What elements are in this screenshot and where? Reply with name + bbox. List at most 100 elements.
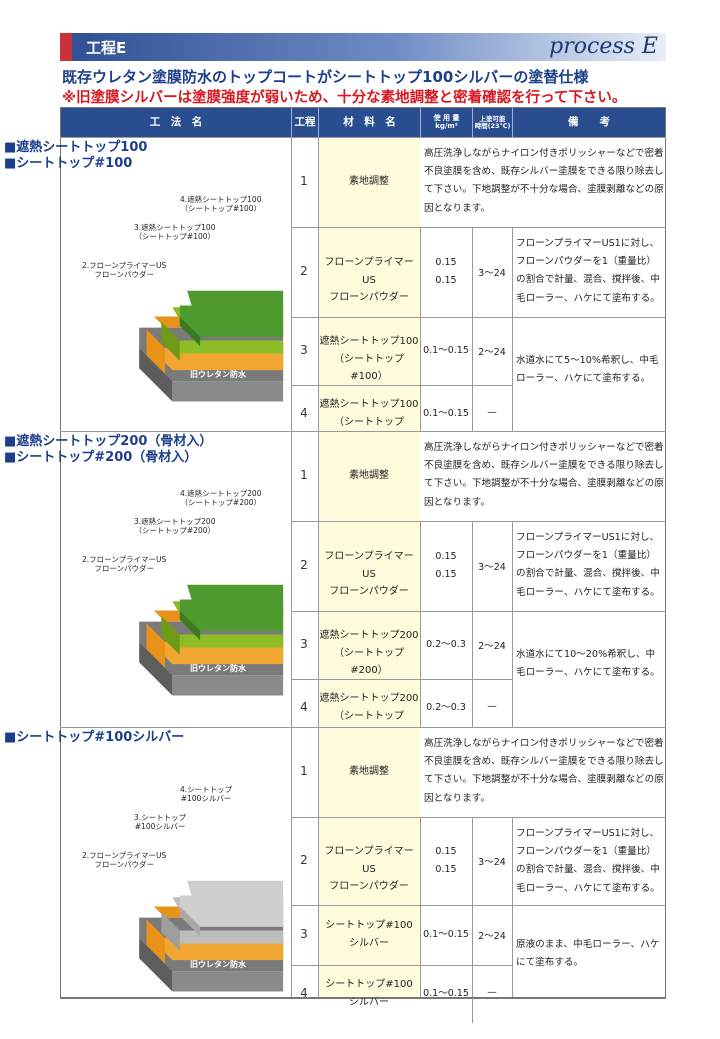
mid-layer-side: [161, 912, 180, 951]
base-layer-side: [139, 937, 173, 992]
layer-label-4: 4.シートトップ #100シルバー: [180, 785, 233, 803]
remark-text-main: 高圧洗浄しながらナイロン付きポリッシャーなどで密着不良塗膜を含め、既存シルバー塗…: [424, 442, 664, 508]
column-divider: [420, 431, 421, 727]
interval-value: 3～24: [478, 268, 506, 279]
method-name-sub: ■シートトップ#200（骨材入）: [4, 450, 198, 465]
base-layer-label: 旧ウレタン防水: [190, 664, 246, 673]
header-material: 材 料 名: [319, 108, 421, 138]
interval-divider: [472, 227, 473, 317]
interval-divider: [472, 905, 473, 965]
material-name: フローンプライマーUS フローンパウダー: [324, 551, 414, 597]
method-name: ■シートトップ#100シルバー: [4, 730, 185, 745]
header-interval: 上塗可能 時間(23℃): [473, 108, 513, 138]
interval-value: 3～24: [478, 857, 506, 868]
base-layer-front: [172, 675, 284, 696]
step-number: 2: [300, 853, 308, 867]
section-divider: [60, 137, 666, 138]
material-name: 素地調整: [349, 176, 389, 187]
row-divider: [291, 227, 666, 228]
step-number: 1: [300, 174, 308, 188]
material-name: フローンプライマーUS フローンパウダー: [324, 846, 414, 892]
material-name: シートトップ#100 シルバー: [325, 920, 413, 949]
column-divider: [318, 727, 319, 997]
layer-label-2: 2.フローンプライマーUS フローンパウダー: [82, 851, 167, 869]
usage-value: 0.15 0.15: [435, 551, 457, 581]
interval-value: —: [487, 987, 497, 998]
spec-title: 既存ウレタン塗膜防水のトップコートがシートトップ100シルバーの塗替仕様: [62, 68, 589, 86]
interval-divider: [472, 817, 473, 905]
layer-label-3: 3.遮熱シートトップ100 （シートトップ#100）: [134, 223, 216, 241]
interval-divider: [472, 679, 473, 737]
primer-layer-front: [165, 641, 284, 665]
row-divider: [291, 611, 666, 612]
column-divider: [291, 431, 292, 727]
header-accent: [60, 33, 72, 61]
row-divider: [291, 679, 512, 680]
step-number: 4: [300, 986, 308, 1000]
usage-value: 0.15 0.15: [435, 257, 457, 287]
header-step: 工程: [292, 108, 319, 138]
header-usage: 使 用 量 kg/m²: [421, 108, 473, 138]
step-number: 4: [300, 700, 308, 714]
material-name: 素地調整: [349, 766, 389, 777]
base-layer-label: 旧ウレタン防水: [190, 960, 246, 969]
column-divider: [420, 727, 421, 997]
method-name: ■遮熱シートトップ100: [4, 140, 148, 155]
usage-value: 0.2～0.3: [426, 639, 466, 650]
row-divider: [291, 521, 666, 522]
usage-value: 0.1～0.15: [423, 345, 469, 356]
interval-divider: [472, 385, 473, 443]
interval-value: —: [487, 701, 497, 712]
header-method: 工 法 名: [61, 108, 292, 138]
material-name: 素地調整: [349, 470, 389, 481]
interval-divider: [472, 317, 473, 385]
layer-diagram: [139, 880, 284, 992]
top-layer-side: [179, 906, 201, 937]
step-number: 1: [300, 764, 308, 778]
primer-layer-front: [165, 937, 284, 961]
step-number: 2: [300, 264, 308, 278]
base-layer-front: [172, 381, 284, 402]
section-divider: [60, 431, 666, 432]
table-bottom: [60, 997, 666, 998]
interval-value: 3～24: [478, 562, 506, 573]
primer-layer-side: [146, 329, 165, 374]
interval-divider: [472, 521, 473, 611]
layer-label-3: 3.遮熱シートトップ200 （シートトップ#200）: [134, 517, 216, 535]
process-header-bar: 工程E process E: [60, 33, 666, 61]
step-number: 4: [300, 406, 308, 420]
layer-diagram: [139, 584, 284, 696]
spec-warning: ※旧塗膜シルバーは塗膜強度が弱いため、十分な素地調整と密着確認を行って下さい。: [62, 90, 627, 106]
spec-table: 工 法 名 工程 材 料 名 使 用 量 kg/m² 上塗可能 時間(23℃) …: [60, 107, 666, 999]
remark-text: フローンプライマーUS1に対し、フローンパウダーを1（重量比）の割合で計量、混合…: [516, 532, 660, 598]
base-layer-front: [172, 971, 284, 992]
row-divider: [291, 965, 512, 966]
row-divider: [291, 817, 666, 818]
column-divider: [318, 137, 319, 431]
material-name: 遮熱シートトップ100 （シートトップ#100）: [319, 336, 419, 382]
primer-layer-side: [146, 623, 165, 668]
material-name: 遮熱シートトップ200 （シートトップ#200）: [319, 630, 419, 676]
process-name: process E: [549, 34, 658, 59]
column-divider: [512, 431, 513, 727]
usage-value: 0.1～0.15: [423, 408, 469, 419]
usage-value: 0.2～0.3: [426, 702, 466, 713]
row-divider: [291, 905, 666, 906]
column-divider: [512, 137, 513, 431]
interval-divider: [472, 965, 473, 1023]
interval-divider: [472, 611, 473, 679]
layer-label-2: 2.フローンプライマーUS フローンパウダー: [82, 555, 167, 573]
column-divider: [291, 137, 292, 431]
top-layer-side: [179, 316, 201, 347]
header-notes: 備 考: [513, 108, 665, 138]
section-divider: [60, 727, 666, 728]
column-divider: [420, 137, 421, 431]
remark-text-main: 高圧洗浄しながらナイロン付きポリッシャーなどで密着不良塗膜を含め、既存シルバー塗…: [424, 738, 664, 804]
column-divider: [318, 431, 319, 727]
primer-layer-side: [146, 919, 165, 964]
top-layer-top: [187, 880, 284, 900]
remark-text-steps34: 原液のまま、中毛ローラー、ハケにて塗布する。: [516, 939, 660, 969]
mid-layer-front: [179, 930, 284, 944]
method-name: ■遮熱シートトップ200（骨材入）: [4, 434, 213, 449]
layer-label-3: 3.シートトップ #100シルバー: [134, 813, 187, 831]
